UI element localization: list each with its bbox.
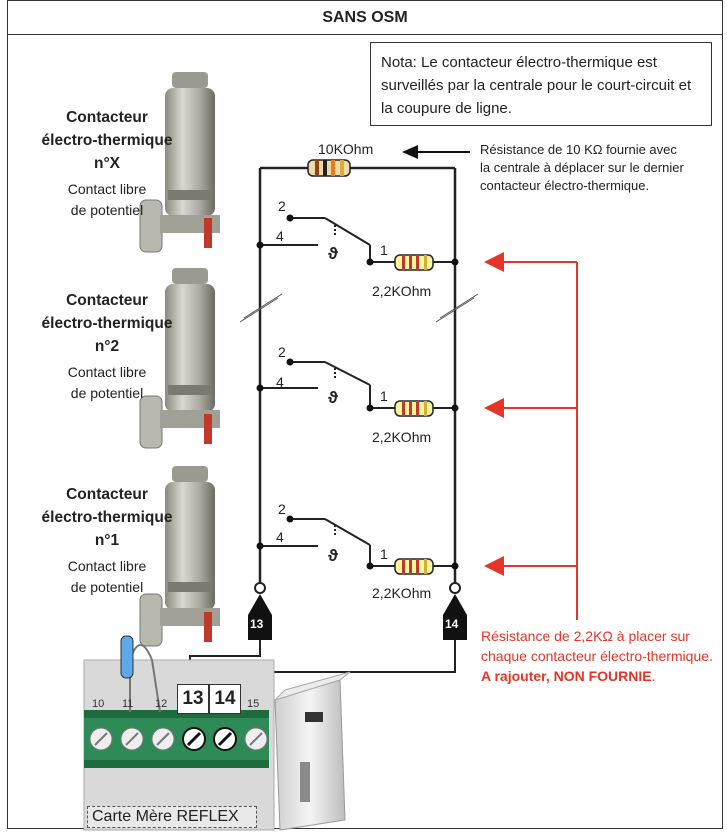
- red-note-line2: chaque contacteur électro-thermique.: [481, 648, 713, 664]
- switch-x-line1: Contacteur: [66, 109, 148, 126]
- alarm-panel-image: [274, 671, 351, 831]
- contact-x-no: 4: [276, 228, 284, 244]
- contact-1-nc: 2: [278, 501, 286, 517]
- line-break-marks: [239, 293, 479, 323]
- red-note-emphasis: A rajouter, NON FOURNIE: [481, 668, 652, 684]
- contactor-image-1: [139, 466, 220, 647]
- resistor-2k2-1: [394, 558, 434, 575]
- resistor-10k-note-line2: la centrale à déplacer sur le dernier: [480, 160, 684, 175]
- switch-2-line1: Contacteur: [66, 292, 148, 309]
- switch-2-sub2: de potentiel: [70, 385, 144, 401]
- board-terminal-13: 13: [177, 684, 209, 714]
- note-arrow-head: [402, 145, 418, 159]
- red-note-period: .: [651, 668, 656, 684]
- switch-x-sub2: de potentiel: [70, 202, 144, 218]
- contact-2-no: 4: [276, 374, 284, 390]
- junction-dots: [256, 214, 459, 570]
- resistor-2k2-x-label: 2,2KOhm: [372, 283, 432, 299]
- board-terminal-12: 12: [155, 698, 168, 710]
- switch-x-sub1: Contact libre: [67, 181, 147, 197]
- terminal-13-label: 13: [250, 617, 264, 631]
- board-terminal-11: 11: [122, 698, 134, 710]
- board-terminal-14: 14: [209, 684, 241, 714]
- resistor-10k-note-line1: Résistance de 10 KΩ fournie avec: [480, 142, 677, 157]
- contact-1-no: 4: [276, 529, 284, 545]
- board-resistor: [120, 635, 161, 713]
- terminal-13-marker: [248, 582, 272, 640]
- terminal-14-marker: [443, 582, 467, 640]
- page-title: SANS OSM: [322, 9, 408, 26]
- red-note-line3: A rajouter, NON FOURNIE.: [481, 666, 656, 686]
- contact-2-nc: 2: [278, 344, 286, 360]
- switch-x-line2: électro-thermique: [41, 132, 173, 149]
- resistor-10k-label: 10KOhm: [318, 141, 374, 157]
- red-arrows: [484, 252, 578, 620]
- contact-x-nc: 2: [278, 198, 286, 214]
- switch-1-line2: électro-thermique: [41, 509, 173, 526]
- thermal-symbol-1: ϑ: [328, 546, 338, 565]
- resistor-2k2-2-label: 2,2KOhm: [372, 429, 432, 445]
- board-label: Carte Mère REFLEX: [87, 806, 257, 828]
- header-bar: SANS OSM: [7, 0, 723, 35]
- thermal-symbol-x: ϑ: [328, 244, 338, 263]
- red-note-line1: Résistance de 2,2KΩ à placer sur: [481, 628, 690, 644]
- switch-1-sub1: Contact libre: [67, 558, 147, 574]
- contactor-image-x: [139, 72, 220, 253]
- switch-2-line2: électro-thermique: [41, 315, 173, 332]
- switch-2-line3: n°2: [94, 338, 120, 355]
- switch-1-line3: n°1: [94, 532, 120, 549]
- resistor-10k-note-line3: contacteur électro-thermique.: [480, 178, 650, 193]
- contact-x-com: 1: [380, 242, 388, 258]
- contact-1-com: 1: [380, 546, 388, 562]
- switch-x-line3: n°X: [93, 155, 120, 172]
- resistor-10k: [307, 159, 351, 177]
- resistor-2k2-x: [394, 254, 434, 271]
- contactor-image-2: [139, 268, 220, 449]
- resistor-2k2-2: [394, 400, 434, 417]
- thermal-symbol-2: ϑ: [328, 388, 338, 407]
- resistor-2k2-1-label: 2,2KOhm: [372, 585, 432, 601]
- terminal-14-label: 14: [445, 617, 459, 631]
- board-terminal-10: 10: [92, 698, 105, 710]
- board-screws: [89, 727, 268, 751]
- nota-box: Nota: Le contacteur électro-thermique es…: [370, 42, 712, 126]
- switch-2-sub1: Contact libre: [67, 364, 147, 380]
- contact-2-com: 1: [380, 388, 388, 404]
- board-terminal-15: 15: [247, 698, 260, 710]
- switch-1-sub2: de potentiel: [70, 579, 144, 595]
- switch-1-line1: Contacteur: [66, 486, 148, 503]
